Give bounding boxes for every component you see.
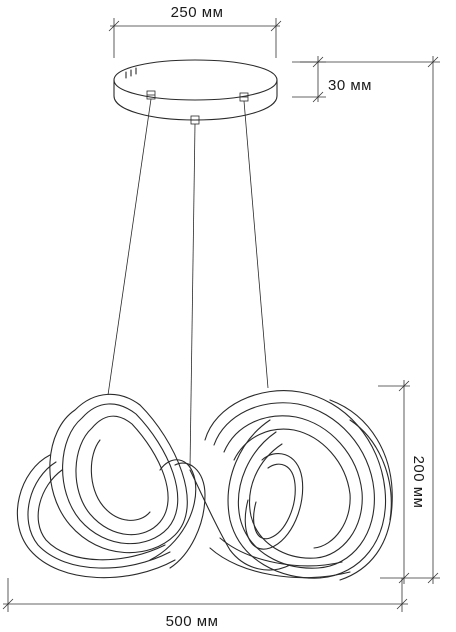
dimension-total-width: 500 мм — [2, 578, 408, 630]
suspension-wires — [107, 98, 269, 469]
dimension-top-width: 250 мм — [108, 4, 282, 58]
cable-grip-right — [239, 92, 249, 102]
top-width-label: 250 мм — [171, 4, 224, 21]
cable-grip-center — [190, 115, 200, 125]
led-ring-shade — [16, 390, 393, 581]
canopy-height-label: 30 мм — [328, 77, 372, 94]
shade-height-label: 200 мм — [410, 456, 427, 509]
dimension-canopy-height: 30 мм — [292, 56, 372, 103]
canopy — [113, 59, 278, 125]
vent-icon — [125, 67, 137, 79]
dimension-shade-height: 200 мм — [378, 380, 427, 584]
total-width-label: 500 мм — [166, 613, 219, 630]
dimension-total-height — [300, 56, 440, 584]
